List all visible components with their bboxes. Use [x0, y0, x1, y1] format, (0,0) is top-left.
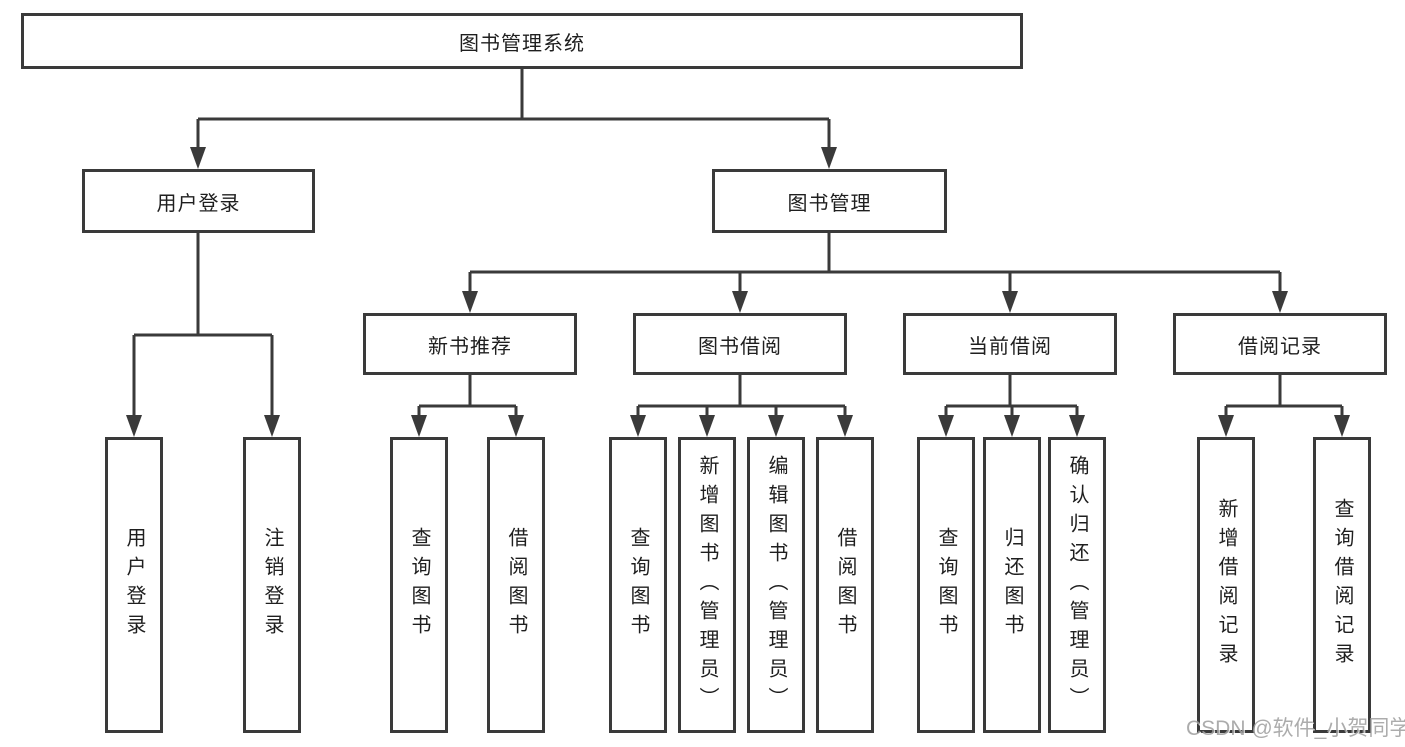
node-borrow-records: 借阅记录 — [1173, 313, 1387, 375]
leaf-borrow-edit-books-admin-label: 编辑图书（管理员） — [765, 454, 787, 716]
leaf-current-return-books: 归还图书 — [983, 437, 1041, 733]
leaf-records-add-record: 新增借阅记录 — [1197, 437, 1255, 733]
leaf-current-return-books-label: 归还图书 — [1001, 527, 1023, 643]
node-borrow-records-label: 借阅记录 — [1238, 335, 1322, 358]
connector-bookborrow-to-leaves — [630, 375, 853, 437]
connector-currentborrow-to-leaves — [938, 375, 1085, 437]
leaf-recommend-query-books-label: 查询图书 — [408, 527, 430, 643]
leaf-borrow-borrow-books: 借阅图书 — [816, 437, 874, 733]
leaf-logout: 注销登录 — [243, 437, 301, 733]
leaf-borrow-edit-books-admin: 编辑图书（管理员） — [747, 437, 805, 733]
node-current-borrow-label: 当前借阅 — [968, 335, 1052, 358]
node-root-system: 图书管理系统 — [21, 13, 1023, 69]
node-book-management-label: 图书管理 — [787, 192, 872, 215]
leaf-logout-label: 注销登录 — [261, 527, 283, 643]
connector-userlogin-to-leaves — [126, 233, 280, 437]
connector-root-to-level1 — [190, 69, 837, 169]
csdn-watermark: CSDN @软件_小贺同学 — [1186, 717, 1405, 740]
node-new-book-recommend-label: 新书推荐 — [428, 335, 512, 358]
connector-bookmgmt-to-level2 — [462, 233, 1288, 313]
leaf-records-query-record: 查询借阅记录 — [1313, 437, 1371, 733]
leaf-borrow-query-books: 查询图书 — [609, 437, 667, 733]
node-new-book-recommend: 新书推荐 — [363, 313, 577, 375]
leaf-records-add-record-label: 新增借阅记录 — [1215, 498, 1237, 672]
leaf-borrow-borrow-books-label: 借阅图书 — [834, 527, 856, 643]
leaf-user-login: 用户登录 — [105, 437, 163, 733]
node-user-login: 用户登录 — [82, 169, 315, 233]
node-current-borrow: 当前借阅 — [903, 313, 1117, 375]
node-user-login-label: 用户登录 — [156, 192, 241, 215]
leaf-current-confirm-return-admin-label: 确认归还（管理员） — [1066, 454, 1088, 716]
leaf-user-login-label: 用户登录 — [123, 527, 145, 643]
leaf-borrow-add-books-admin: 新增图书（管理员） — [678, 437, 736, 733]
node-book-management: 图书管理 — [712, 169, 947, 233]
node-book-borrow: 图书借阅 — [633, 313, 847, 375]
leaf-current-query-books-label: 查询图书 — [935, 527, 957, 643]
leaf-borrow-query-books-label: 查询图书 — [627, 527, 649, 643]
node-root-label: 图书管理系统 — [459, 32, 585, 55]
connector-newbookrec-to-leaves — [411, 375, 524, 437]
leaf-recommend-query-books: 查询图书 — [390, 437, 448, 733]
leaf-borrow-add-books-admin-label: 新增图书（管理员） — [696, 454, 718, 716]
leaf-recommend-borrow-books-label: 借阅图书 — [505, 527, 527, 643]
leaf-recommend-borrow-books: 借阅图书 — [487, 437, 545, 733]
leaf-current-query-books: 查询图书 — [917, 437, 975, 733]
leaf-records-query-record-label: 查询借阅记录 — [1331, 498, 1353, 672]
node-book-borrow-label: 图书借阅 — [698, 335, 782, 358]
leaf-current-confirm-return-admin: 确认归还（管理员） — [1048, 437, 1106, 733]
connector-borrowrecords-to-leaves — [1218, 375, 1350, 437]
